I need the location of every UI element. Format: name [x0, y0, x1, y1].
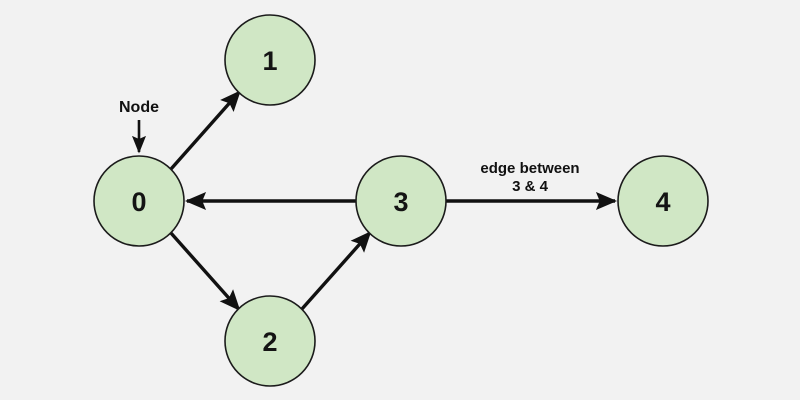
edge-0-to-2 [169, 231, 241, 312]
node-2-label: 2 [262, 327, 277, 357]
node-2[interactable]: 2 [224, 295, 316, 387]
edge-0-to-1 [169, 90, 241, 171]
edge-2-to-3 [300, 230, 372, 311]
node-0-label: 0 [131, 187, 146, 217]
edge-annotation-label-line1: edge between [480, 160, 579, 177]
node-1[interactable]: 1 [224, 14, 316, 106]
node-4-circle[interactable] [617, 155, 709, 247]
node-4-label: 4 [655, 187, 670, 217]
node-2-circle[interactable] [224, 295, 316, 387]
node-0-circle[interactable] [93, 155, 185, 247]
node-1-circle[interactable] [224, 14, 316, 106]
node-3-circle[interactable] [355, 155, 447, 247]
node-annotation-label: Node [119, 99, 159, 116]
annotation-group: Node edge between 3 & 4 [119, 99, 580, 195]
node-0[interactable]: 0 [93, 155, 185, 247]
node-3-label: 3 [393, 187, 408, 217]
edge-annotation-label-line2: 3 & 4 [512, 178, 549, 195]
node-3[interactable]: 3 [355, 155, 447, 247]
edge-group [169, 90, 618, 312]
node-group: 0 1 2 3 4 [93, 14, 709, 387]
node-4[interactable]: 4 [617, 155, 709, 247]
node-1-label: 1 [262, 46, 277, 76]
